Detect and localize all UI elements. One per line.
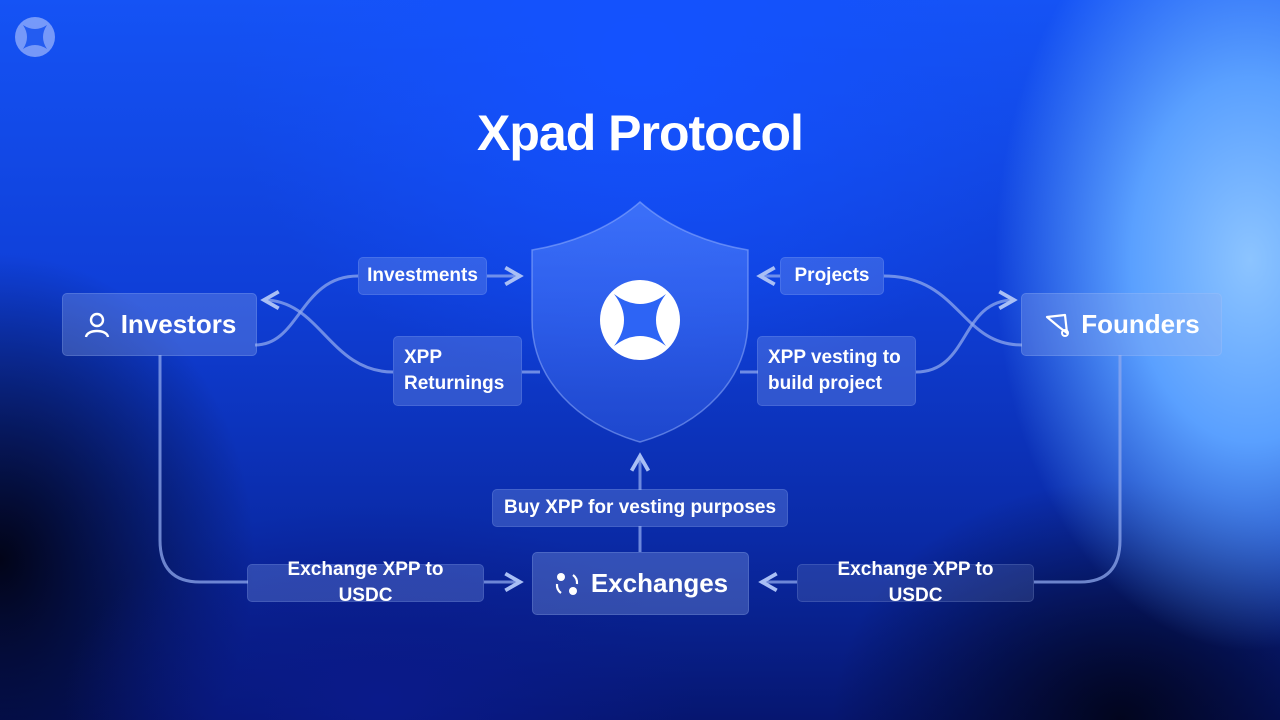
exchanges-node: Exchanges	[532, 552, 749, 615]
founders-label: Founders	[1081, 309, 1200, 339]
flow-xpp-vesting: XPP vesting to build project	[757, 336, 916, 406]
xpad-logo-icon	[15, 17, 55, 57]
rocket-icon	[1046, 313, 1070, 337]
exchanges-label: Exchanges	[590, 568, 729, 598]
flow-projects: Projects	[780, 257, 884, 295]
founders-node: Founders	[1021, 293, 1222, 356]
xpad-logo-icon	[600, 280, 680, 360]
flow-investments: Investments	[358, 257, 487, 295]
investors-label: Investors	[120, 309, 237, 339]
flow-xpp-returnings: XPP Returnings	[393, 336, 522, 406]
exchange-icon	[555, 572, 578, 595]
flow-exchange-right: Exchange XPP to USDC	[797, 559, 1034, 606]
flow-exchange-left: Exchange XPP to USDC	[247, 559, 484, 606]
page-title: Xpad Protocol	[477, 105, 804, 161]
investors-node: Investors	[62, 293, 257, 356]
protocol-shield	[531, 201, 749, 443]
user-icon	[84, 312, 109, 337]
flow-buy-xpp: Buy XPP for vesting purposes	[492, 489, 788, 527]
